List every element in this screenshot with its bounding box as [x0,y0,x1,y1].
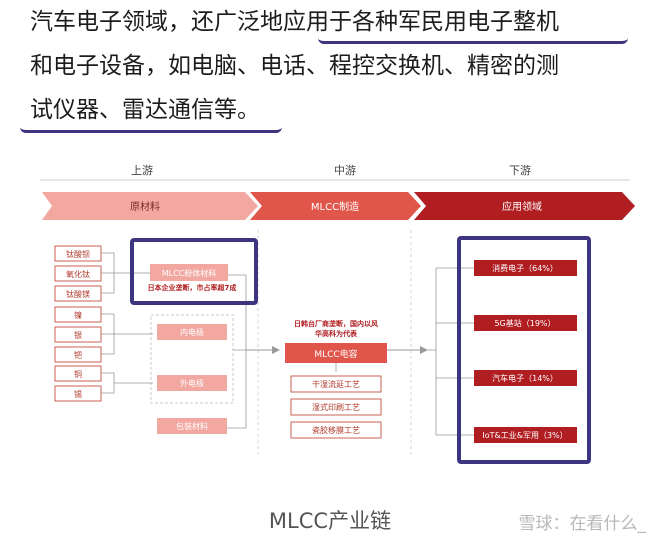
process-label: 干湿流延工艺 [312,379,360,389]
application-label: IoT&工业&军用（3%） [482,430,567,440]
process-box [290,398,382,416]
stage-mfg-arrow [250,192,421,220]
mlcc-core-label: MLCC电容 [314,348,357,360]
watermark: 雪球：在看什么_ [518,514,647,534]
process-box [290,421,382,439]
stage-app-label: 应用领域 [502,200,542,213]
application-label: 消费电子（64%） [492,263,558,273]
header-upstream: 上游 [131,164,153,177]
powder-label: MLCC粉体材料 [162,268,217,278]
arrowhead [272,346,280,354]
highlight-underline-1 [318,33,628,44]
paragraph: 汽车电子领域，还广泛地应用于各种军民用电子整机 和电子设备，如电脑、电话、程控交… [30,0,640,132]
inner-electrode-box [157,324,227,340]
application-box [474,260,577,276]
raw-material-label: 钯 [74,350,82,360]
powder-note: 日本企业垄断，市占率超7成 [148,283,237,292]
highlight-box-powder [130,238,258,305]
application-label: 5G基站（19%） [494,318,555,328]
header-midstream: 中游 [334,164,356,177]
stage-mfg-label: MLCC制造 [311,200,359,213]
paragraph-line-1: 汽车电子领域，还广泛地应用于各种军民用电子整机 [30,9,559,35]
raw-material-label: 银 [74,330,82,340]
paragraph-line-2: 和电子设备，如电脑、电话、程控交换机、精密的测 [30,53,559,79]
mid-note-line-1: 日韩台厂商垄断，国内以风 [294,319,378,328]
stage-raw-arrow [42,192,258,220]
powder-box [150,264,228,281]
application-box [474,427,577,443]
downstream-bracket [428,267,474,436]
raw-material-label: 钛酸钡 [66,249,90,259]
arrowhead [420,346,428,354]
components-dashed-group [150,314,234,404]
mid-note-line-2: 华高科为代表 [315,329,358,338]
highlight-box-applications [457,236,591,464]
stage-app-arrow [414,192,635,220]
raw-material-label: 铜 [74,369,82,379]
application-box [474,370,577,386]
packaging-box [157,418,227,434]
packaging-label: 包装材料 [176,421,208,431]
connector [101,252,150,294]
inner-electrode-label: 内电极 [180,327,204,337]
raw-material-box [54,265,102,282]
connector [101,313,153,355]
header-downstream: 下游 [509,164,531,177]
mlcc-industry-chain-diagram: 上游 中游 下游 原材料 MLCC制造 应用领域 钛酸钡 氧化钛 钛酸镁 镍 银… [40,164,635,464]
application-label: 汽车电子（14%） [492,373,558,383]
raw-material-label: 镍 [74,310,82,320]
process-box [290,375,382,393]
raw-material-box [54,245,102,262]
application-box [474,315,577,331]
mlcc-core-box [285,343,387,363]
connector [101,372,153,394]
raw-material-box [54,306,102,323]
raw-material-box [54,365,102,382]
raw-material-box [54,326,102,343]
raw-material-box [54,346,102,363]
outer-electrode-label: 外电极 [180,378,204,388]
raw-material-box [54,285,102,302]
stage-raw-label: 原材料 [130,200,160,213]
highlight-underline-2 [20,122,282,133]
paragraph-line-3: 试仪器、雷达通信等。 [30,97,260,123]
outer-electrode-box [157,375,227,391]
upstream-to-mid-connector [227,274,247,429]
raw-material-label: 氧化钛 [66,269,90,279]
process-label: 湿式印刷工艺 [312,402,360,412]
figure-caption: MLCC产业链 [268,509,392,533]
raw-material-box [54,385,102,402]
raw-material-label: 钛酸镁 [66,289,90,299]
process-label: 瓷胶移膜工艺 [312,425,360,435]
raw-material-label: 锡 [74,390,82,399]
